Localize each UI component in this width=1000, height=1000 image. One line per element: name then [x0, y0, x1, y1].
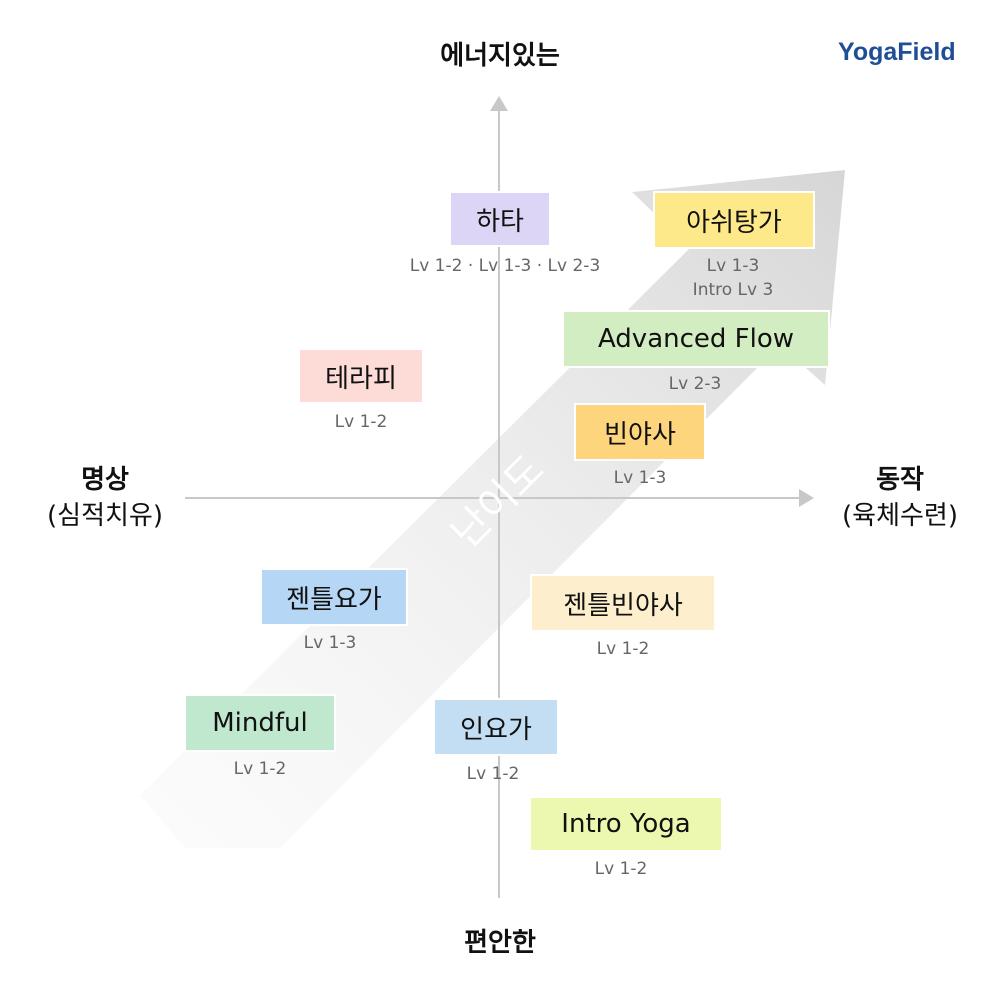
item-yin-yoga-levels: Lv 1-2	[466, 764, 520, 784]
item-advanced-flow: Advanced Flow	[562, 310, 830, 368]
item-yin-yoga: 인요가	[433, 698, 559, 756]
item-hatha-levels: Lv 1-2 · Lv 1-3 · Lv 2-3	[409, 256, 601, 276]
vertical-axis-arrowhead	[490, 96, 508, 111]
axis-right-label: 동작 (육체수련)	[815, 462, 985, 534]
level: Intro Lv 3	[692, 280, 774, 300]
item-vinyasa: 빈야사	[574, 403, 706, 461]
yogafield-logo: YogaField	[838, 38, 956, 66]
item-therapy: 테라피	[298, 348, 424, 404]
item-gentle-yoga: 젠틀요가	[260, 568, 408, 626]
item-intro-yoga: Intro Yoga	[529, 796, 723, 852]
item-mindful-levels: Lv 1-2	[233, 759, 287, 779]
item-mindful: Mindful	[184, 694, 336, 752]
item-gentle-vinyasa-levels: Lv 1-2	[596, 639, 650, 659]
item-therapy-levels: Lv 1-2	[334, 412, 388, 432]
axis-bottom-label: 편안한	[464, 928, 536, 958]
item-vinyasa-levels: Lv 1-3	[613, 468, 667, 488]
item-ashtanga: 아쉬탕가	[653, 191, 815, 249]
axis-right-title: 동작	[876, 465, 924, 495]
item-advanced-flow-levels: Lv 2-3	[668, 374, 722, 394]
item-gentle-vinyasa: 젠틀빈야사	[530, 574, 716, 632]
horizontal-axis-arrowhead	[799, 489, 814, 507]
axis-left-label: 명상 (심적치유)	[20, 462, 190, 534]
item-gentle-yoga-levels: Lv 1-3	[303, 633, 357, 653]
axis-top-label: 에너지있는	[440, 41, 560, 71]
item-ashtanga-levels: Lv 1-3 Intro Lv 3	[693, 254, 774, 302]
axis-left-subtitle: (심적치유)	[47, 501, 163, 531]
level: Lv 1-3	[706, 256, 760, 276]
axis-right-subtitle: (육체수련)	[842, 501, 958, 531]
axis-left-title: 명상	[81, 465, 129, 495]
item-hatha: 하타	[449, 191, 551, 247]
item-intro-yoga-levels: Lv 1-2	[594, 859, 648, 879]
